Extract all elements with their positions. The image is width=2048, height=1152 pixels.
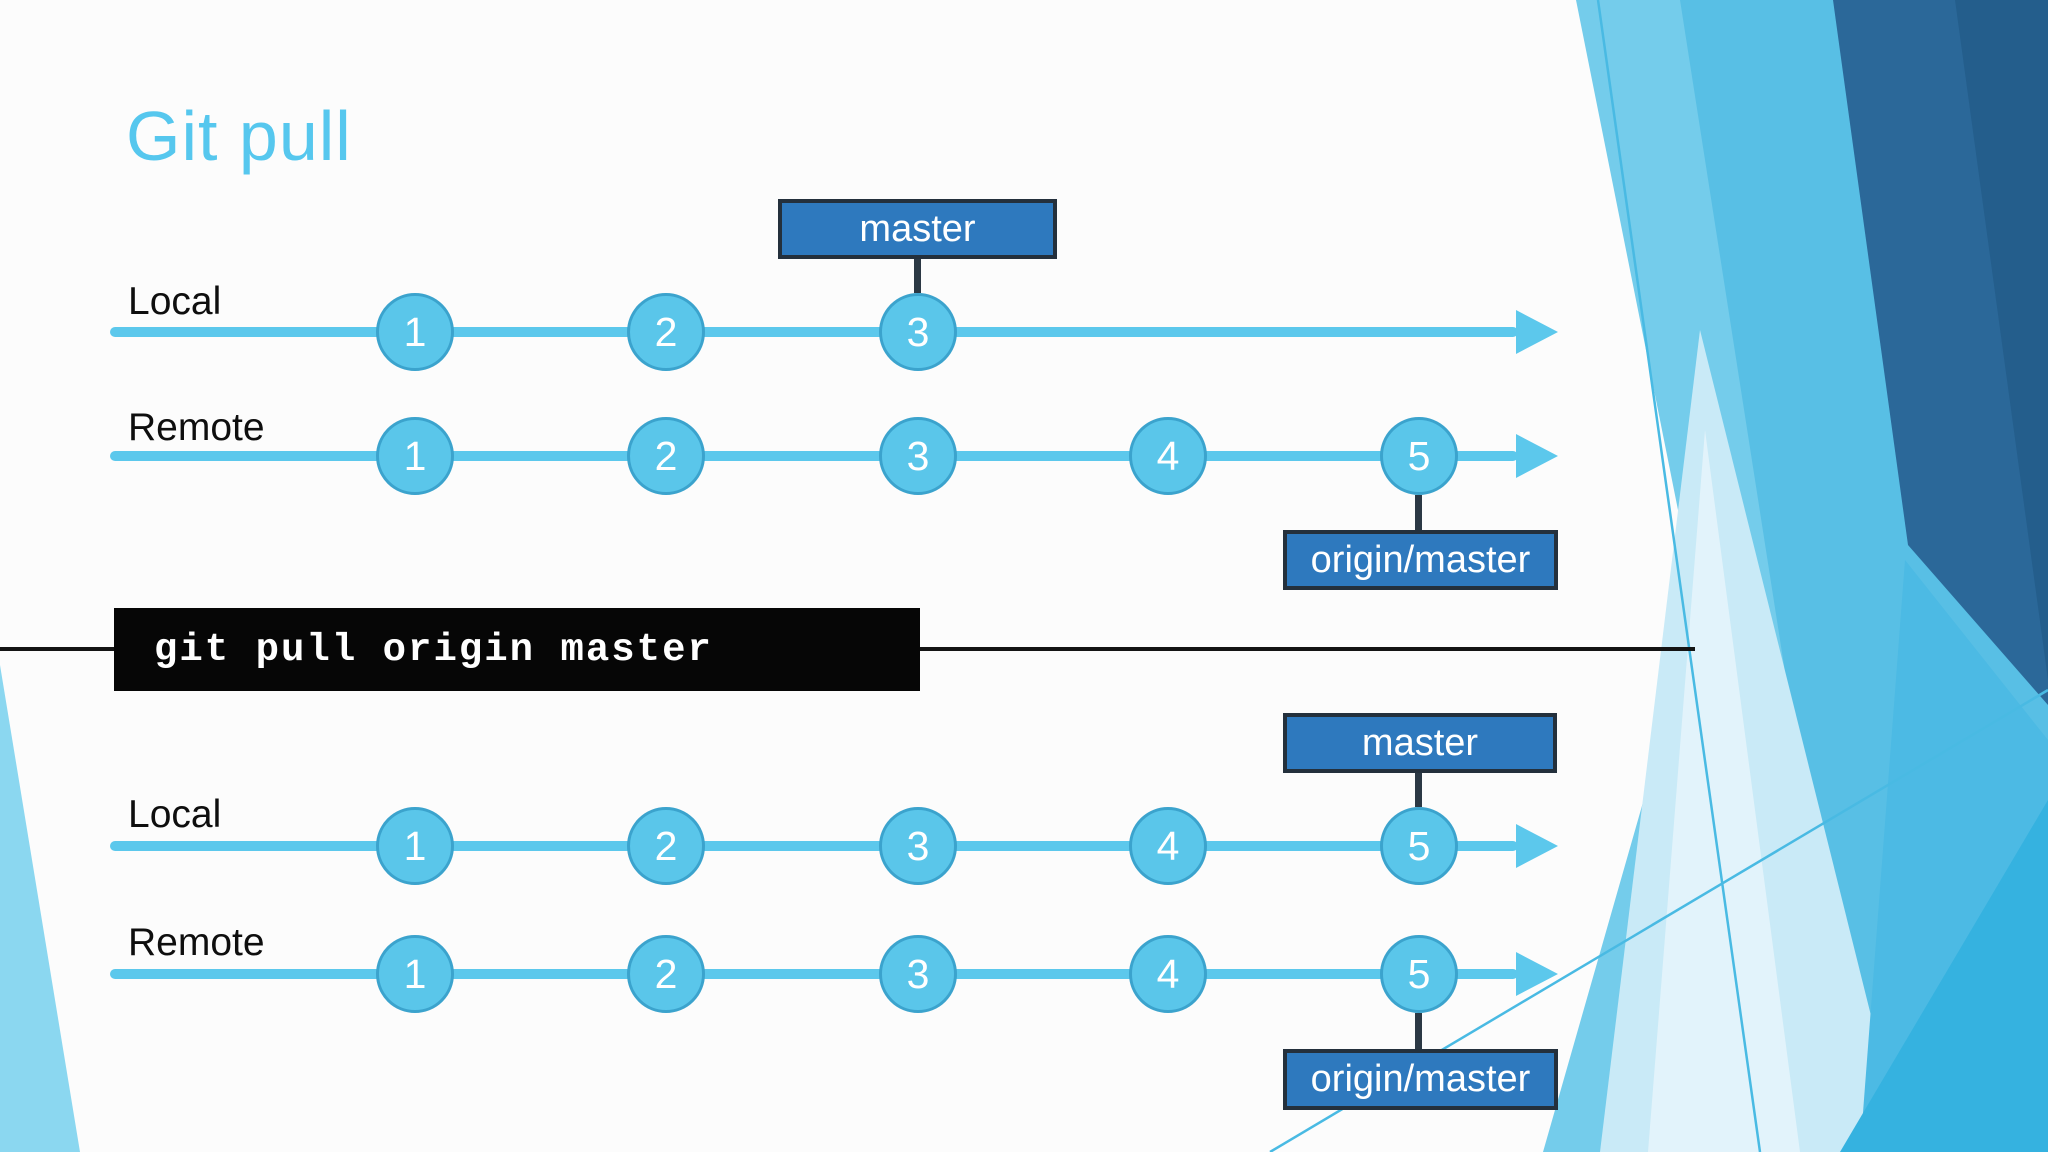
- commit-node: 2: [627, 417, 705, 495]
- commit-node: 4: [1129, 417, 1207, 495]
- commit-node: 2: [627, 935, 705, 1013]
- slide-title: Git pull: [126, 97, 352, 175]
- arrowhead-icon: [1516, 434, 1558, 478]
- commit-node: 3: [879, 293, 957, 371]
- branch-connector: [1415, 495, 1422, 530]
- timeline-line: [110, 841, 1518, 851]
- branch-label-box-master: master: [778, 199, 1057, 259]
- timeline-line: [110, 969, 1518, 979]
- decor-triangle: [1648, 430, 1800, 1152]
- branch-label-box-master: master: [1283, 713, 1557, 773]
- commit-node: 5: [1380, 935, 1458, 1013]
- commit-node: 4: [1129, 935, 1207, 1013]
- row-label-remote: Remote: [128, 921, 265, 964]
- branch-connector: [1415, 1013, 1422, 1049]
- arrowhead-icon: [1516, 310, 1558, 354]
- timeline-line: [110, 327, 1518, 337]
- decor-triangle: [1840, 800, 2048, 1152]
- commit-node: 5: [1380, 807, 1458, 885]
- timeline-line: [110, 451, 1518, 461]
- row-label-remote: Remote: [128, 406, 265, 449]
- timeline-row: 1 2 3 4 5: [0, 935, 2048, 1013]
- commit-node: 1: [376, 293, 454, 371]
- row-label-local: Local: [128, 793, 222, 836]
- timeline-row: 1 2 3: [0, 293, 2048, 371]
- branch-connector: [914, 259, 921, 293]
- commit-node: 4: [1129, 807, 1207, 885]
- branch-label-box-origin-master: origin/master: [1283, 1049, 1558, 1110]
- command-text: git pull origin master: [154, 627, 713, 672]
- branch-label-box-origin-master: origin/master: [1283, 530, 1558, 590]
- timeline-row: 1 2 3 4 5: [0, 807, 2048, 885]
- branch-connector: [1415, 773, 1422, 807]
- commit-node: 2: [627, 293, 705, 371]
- decor-corner-wedge: [0, 665, 80, 1152]
- arrowhead-icon: [1516, 952, 1558, 996]
- timeline-row: 1 2 3 4 5: [0, 417, 2048, 495]
- commit-node: 1: [376, 417, 454, 495]
- commit-node: 2: [627, 807, 705, 885]
- decor-triangle: [1955, 0, 2048, 680]
- commit-node: 1: [376, 935, 454, 1013]
- commit-node: 3: [879, 935, 957, 1013]
- commit-node: 3: [879, 417, 957, 495]
- arrowhead-icon: [1516, 824, 1558, 868]
- row-label-local: Local: [128, 280, 222, 323]
- command-box: git pull origin master: [114, 608, 920, 691]
- commit-node: 3: [879, 807, 957, 885]
- decor-line: [1596, 0, 1762, 1152]
- commit-node: 5: [1380, 417, 1458, 495]
- commit-node: 1: [376, 807, 454, 885]
